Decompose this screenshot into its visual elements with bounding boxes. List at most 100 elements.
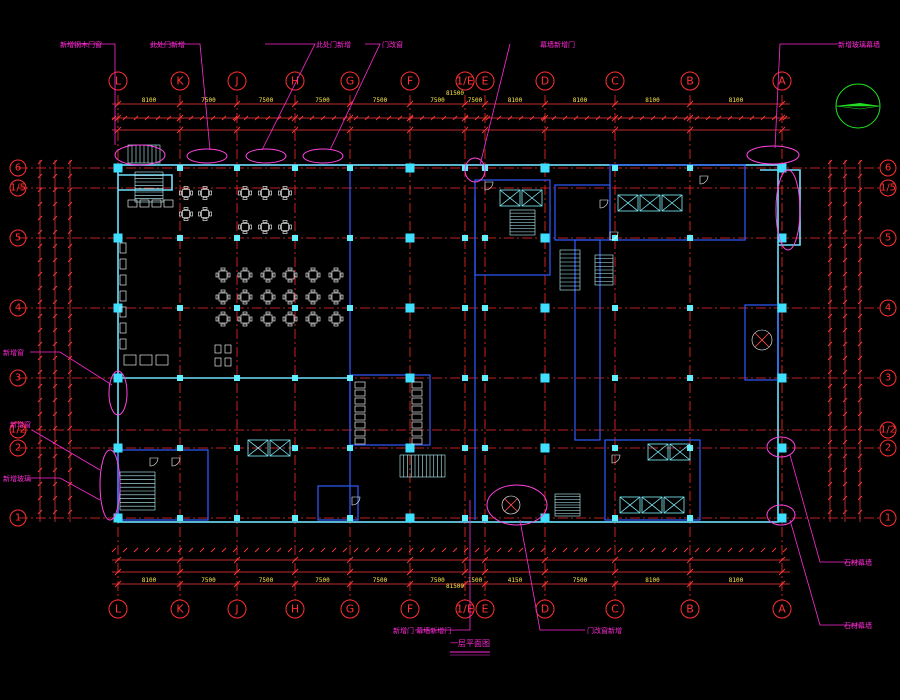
chair: [224, 357, 232, 367]
structural-column: [177, 445, 183, 451]
dimension-label: 8100: [645, 97, 660, 104]
structural-column: [405, 373, 415, 383]
grid-label: 1/2: [10, 425, 26, 436]
callout-label: 新增门 幕墙新增门: [393, 626, 451, 635]
grid-bubble-col: L: [108, 71, 128, 91]
wc-stall: [354, 405, 366, 413]
wc-stall: [411, 389, 423, 397]
callout-label: 幕墙新增门: [540, 40, 575, 49]
dimension-label: 7500: [259, 577, 274, 584]
dimension-label: 7500: [373, 577, 388, 584]
side-entrance: [744, 304, 779, 381]
dining-table: [258, 186, 272, 200]
stair-flight: [554, 493, 581, 517]
structural-column: [462, 515, 468, 521]
sofa-seat: [163, 199, 174, 208]
grid-label: G: [346, 75, 355, 88]
stair-flight: [119, 471, 156, 511]
grid-bubble-row: 1/5: [879, 179, 897, 197]
dimension-label: 8100: [729, 577, 744, 584]
revision-callouts: 新增钢木门窗 此处门新增 此处门新增 门改窗 幕墙新增门 新增玻璃幕墙 新增窗 …: [3, 40, 880, 635]
dimension-label: 7500: [259, 97, 274, 104]
structural-column: [292, 165, 298, 171]
door-swing: [609, 231, 619, 241]
structural-column: [612, 515, 618, 521]
grid-label: J: [234, 75, 238, 88]
structural-column: [405, 233, 415, 243]
entrance-vestibule: [118, 174, 173, 191]
grid-label: 1: [885, 513, 891, 524]
grid-bubble-col: D: [535, 71, 555, 91]
grid-bubble-col: H: [285, 599, 305, 619]
grid-label: 3: [15, 373, 21, 384]
dining-table: [198, 207, 212, 221]
structural-column: [482, 235, 488, 241]
structural-column: [612, 165, 618, 171]
callout-label: 新增窗: [3, 348, 24, 357]
structural-column: [482, 515, 488, 521]
north-arrow: [835, 83, 881, 129]
core-room: [474, 179, 551, 276]
dining-table: [179, 186, 193, 200]
structural-column: [113, 443, 123, 453]
grid-label: E: [482, 603, 489, 616]
dining-table: [328, 289, 344, 305]
structural-column: [177, 515, 183, 521]
chair: [214, 357, 222, 367]
structural-column: [540, 303, 550, 313]
structural-column: [234, 165, 240, 171]
grid-bubble-col: C: [605, 599, 625, 619]
structural-column: [292, 515, 298, 521]
dining-table: [179, 207, 193, 221]
sofa-seat: [151, 199, 162, 208]
grid-bubble-row: 1/2: [9, 421, 27, 439]
structural-column: [777, 303, 787, 313]
dining-table: [215, 289, 231, 305]
wc-stall: [354, 389, 366, 397]
structural-column: [405, 513, 415, 523]
structural-column: [347, 515, 353, 521]
grid-bubble-row: 4: [9, 299, 27, 317]
structural-column: [540, 443, 550, 453]
callout-label: 门改窗新增: [587, 626, 622, 635]
structural-column: [462, 235, 468, 241]
dining-table: [237, 289, 253, 305]
grid-label: 3: [885, 373, 891, 384]
structural-column: [347, 235, 353, 241]
grid-label: 1/E: [456, 75, 474, 88]
elevator-group-3: [247, 439, 291, 457]
dimension-label: 7500: [573, 577, 588, 584]
grid-label: B: [686, 75, 694, 88]
structural-column: [405, 303, 415, 313]
dining-table: [215, 267, 231, 283]
dimension-label: 8100: [508, 97, 523, 104]
dimension-label: 7500: [315, 97, 330, 104]
dimension-label: 8100: [142, 577, 157, 584]
structural-column: [292, 375, 298, 381]
structural-column: [777, 233, 787, 243]
dining-table: [198, 186, 212, 200]
structural-column: [482, 375, 488, 381]
grid-bubble-col: H: [285, 71, 305, 91]
grid-label: A: [778, 603, 786, 616]
grid-label: 1/5: [880, 183, 896, 194]
booth-seat: [119, 290, 127, 302]
dining-table: [215, 311, 231, 327]
grid-label: 6: [15, 163, 21, 174]
grid-bubble-row: 2: [9, 439, 27, 457]
structural-column: [347, 165, 353, 171]
structural-column: [113, 163, 123, 173]
grid-label: C: [611, 603, 619, 616]
grid-bubble-col: A: [772, 71, 792, 91]
structural-column: [405, 163, 415, 173]
grid-label: 4: [15, 303, 21, 314]
dining-table: [278, 186, 292, 200]
stair-room: [117, 449, 209, 521]
dining-tables: [119, 175, 709, 506]
grid-label: F: [407, 75, 413, 88]
wc-stall: [354, 397, 366, 405]
grid-label: J: [234, 603, 238, 616]
dimension-label: 7500: [201, 577, 216, 584]
